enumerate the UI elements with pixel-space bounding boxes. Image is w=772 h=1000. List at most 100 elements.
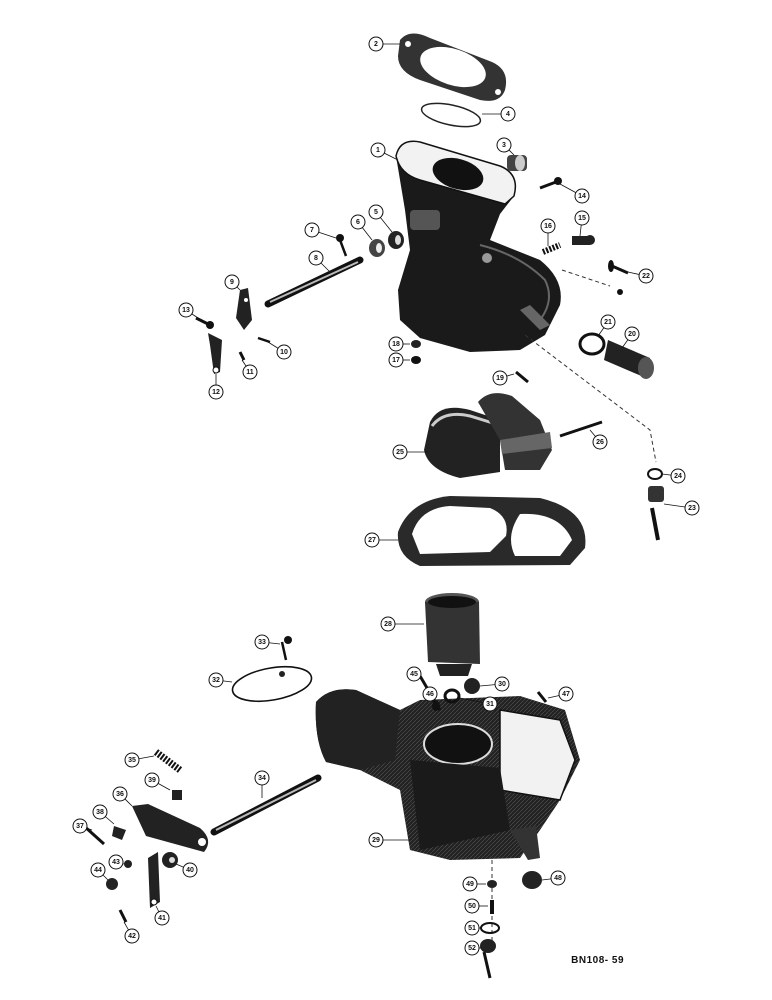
figure-reference: BN108- 59	[571, 955, 624, 966]
callout-bubble-47	[558, 686, 574, 702]
part-15-screw	[572, 235, 595, 245]
callout-number-16: 16	[544, 223, 552, 230]
part-8-shaft	[264, 256, 364, 308]
callout-7: 7	[304, 222, 337, 239]
callout-29: 29	[368, 832, 410, 848]
part-27-bowl-gasket	[397, 496, 586, 566]
callout-number-31: 31	[486, 701, 494, 708]
part-3-bushing	[507, 155, 527, 171]
callout-52: 52	[464, 940, 482, 956]
callout-33: 33	[254, 634, 281, 650]
dashed-guide-side	[561, 269, 611, 287]
callout-47: 47	[547, 686, 574, 702]
callout-number-32: 32	[212, 677, 220, 684]
callout-number-11: 11	[246, 369, 254, 376]
callout-bubble-24	[670, 468, 686, 484]
callout-25: 25	[392, 444, 428, 460]
callout-bubble-6	[350, 214, 366, 230]
callout-number-49: 49	[466, 881, 474, 888]
part-13-screw	[195, 316, 214, 329]
dashed-guide-upper	[524, 334, 657, 463]
callout-number-18: 18	[392, 341, 400, 348]
callout-bubble-38	[92, 804, 108, 820]
part-42-screw	[118, 909, 128, 923]
callout-24: 24	[661, 468, 686, 484]
callout-bubble-12	[208, 384, 224, 400]
part-44-nut	[106, 878, 118, 890]
callout-number-14: 14	[578, 193, 586, 200]
part-14-screw	[539, 177, 562, 190]
callout-bubble-22	[638, 268, 654, 284]
callout-bubble-1	[370, 142, 386, 158]
callout-18: 18	[388, 336, 410, 352]
callout-22: 22	[627, 268, 654, 284]
callout-bubble-28	[380, 616, 396, 632]
part-10-pin	[257, 336, 271, 344]
callout-45: 45	[406, 666, 423, 682]
callout-36: 36	[112, 786, 133, 807]
callout-51: 51	[464, 920, 482, 936]
callout-number-17: 17	[392, 357, 400, 364]
callout-number-25: 25	[396, 449, 404, 456]
callout-bubble-15	[574, 210, 590, 226]
part-26-pin	[559, 420, 603, 438]
callout-number-46: 46	[426, 691, 434, 698]
callout-bubble-26	[592, 434, 608, 450]
callout-1: 1	[370, 142, 399, 161]
part-12-lever	[208, 333, 222, 374]
callout-2: 2	[368, 36, 400, 52]
callout-bubble-42	[124, 928, 140, 944]
part-37-screw	[82, 824, 106, 846]
callout-bubble-33	[254, 634, 270, 650]
callout-bubble-25	[392, 444, 408, 460]
part-5-bushing	[388, 231, 404, 249]
callout-number-28: 28	[384, 621, 392, 628]
callout-bubble-35	[124, 752, 140, 768]
callout-11: 11	[241, 359, 258, 380]
part-24-washer	[647, 468, 663, 480]
callout-28: 28	[380, 616, 424, 632]
callout-number-51: 51	[468, 925, 476, 932]
callout-number-15: 15	[578, 215, 586, 222]
callout-bubble-3	[496, 137, 512, 153]
callout-4: 4	[482, 106, 516, 122]
part-49-washer	[487, 880, 497, 888]
callout-number-10: 10	[280, 349, 288, 356]
callout-number-27: 27	[368, 537, 376, 544]
callout-number-9: 9	[230, 279, 234, 286]
callout-41: 41	[154, 905, 170, 926]
callout-bubble-41	[154, 910, 170, 926]
callout-bubble-40	[182, 862, 198, 878]
part-19-pin	[515, 370, 529, 384]
callout-44: 44	[90, 862, 109, 881]
callout-number-26: 26	[596, 439, 604, 446]
part-35-spring	[153, 749, 183, 773]
callout-number-4: 4	[506, 111, 510, 118]
callout-number-43: 43	[112, 859, 120, 866]
callout-bubble-10	[276, 344, 292, 360]
callout-20: 20	[621, 326, 640, 349]
callout-23: 23	[663, 500, 700, 516]
callout-number-42: 42	[128, 933, 136, 940]
part-18-washer	[411, 340, 421, 348]
callout-number-6: 6	[356, 219, 360, 226]
callout-number-48: 48	[554, 875, 562, 882]
callout-bubble-43	[108, 854, 124, 870]
callout-number-3: 3	[502, 142, 506, 149]
callout-12: 12	[208, 374, 224, 400]
callout-9: 9	[224, 274, 241, 291]
callout-3: 3	[496, 137, 515, 156]
part-1-air-horn-body	[395, 140, 561, 352]
part-36-lever	[132, 804, 209, 852]
callout-13: 13	[178, 302, 199, 319]
callout-bubble-31	[482, 696, 498, 712]
callout-bubble-29	[368, 832, 384, 848]
callout-bubble-4	[500, 106, 516, 122]
callout-bubble-14	[574, 188, 590, 204]
part-28-venturi	[425, 593, 480, 676]
callout-number-39: 39	[148, 777, 156, 784]
callout-number-33: 33	[258, 639, 266, 646]
callout-number-24: 24	[674, 473, 682, 480]
callout-number-52: 52	[468, 945, 476, 952]
callout-49: 49	[462, 876, 486, 892]
